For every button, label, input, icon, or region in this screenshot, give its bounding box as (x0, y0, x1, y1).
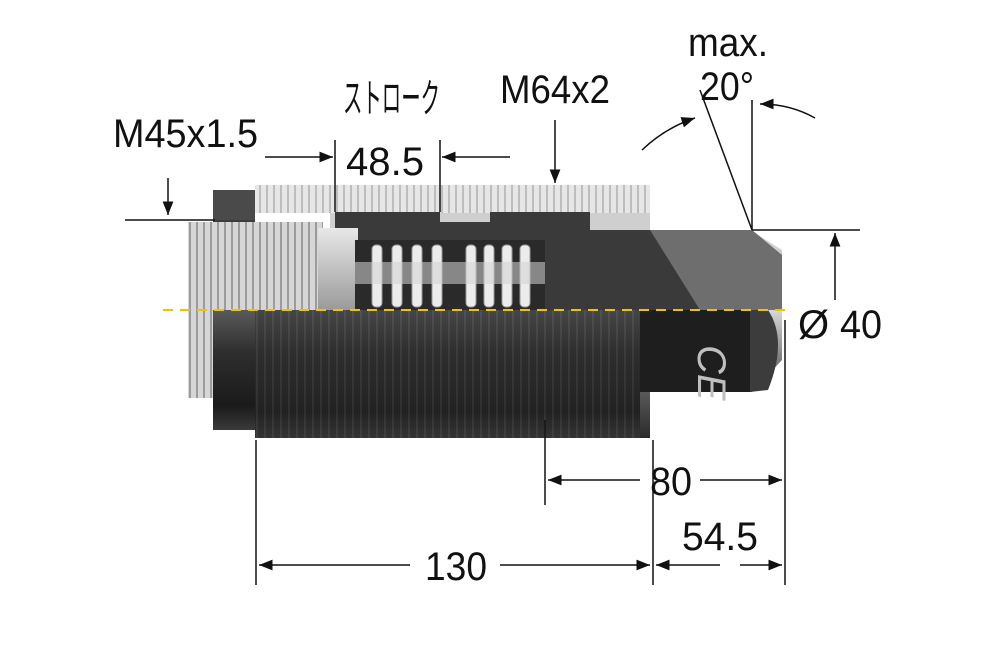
front-head-upper (650, 230, 782, 310)
stroke-label: ストローク (343, 77, 440, 121)
stroke-value: 48.5 (346, 140, 424, 184)
diameter-symbol: Ø (798, 303, 829, 347)
thread-large-label: M64x2 (500, 68, 610, 112)
lower-exterior (188, 310, 782, 438)
sleeve-section-dark (335, 212, 760, 310)
ce-mark: CE (689, 345, 733, 402)
outer-sleeve-thread (255, 185, 650, 213)
length-54-5: 54.5 (682, 515, 758, 559)
length-80: 80 (650, 460, 692, 504)
lock-nut-lower (213, 310, 258, 430)
piston-rod (355, 262, 545, 284)
rod-thread-upper (188, 222, 323, 310)
angle-prefix: max. (688, 21, 768, 65)
piston-housing (318, 228, 358, 310)
dimension-lines (125, 89, 860, 585)
front-cap (750, 310, 778, 392)
rod-thread-lower (188, 310, 216, 398)
front-collar (640, 310, 750, 392)
angle-value: 20° (700, 65, 754, 109)
lock-nut-upper (213, 190, 255, 220)
upper-section (188, 185, 782, 310)
length-130: 130 (425, 545, 487, 589)
diameter-value: 40 (840, 303, 882, 347)
thread-small-label: M45x1.5 (113, 112, 258, 156)
main-thread-shade (255, 310, 640, 438)
